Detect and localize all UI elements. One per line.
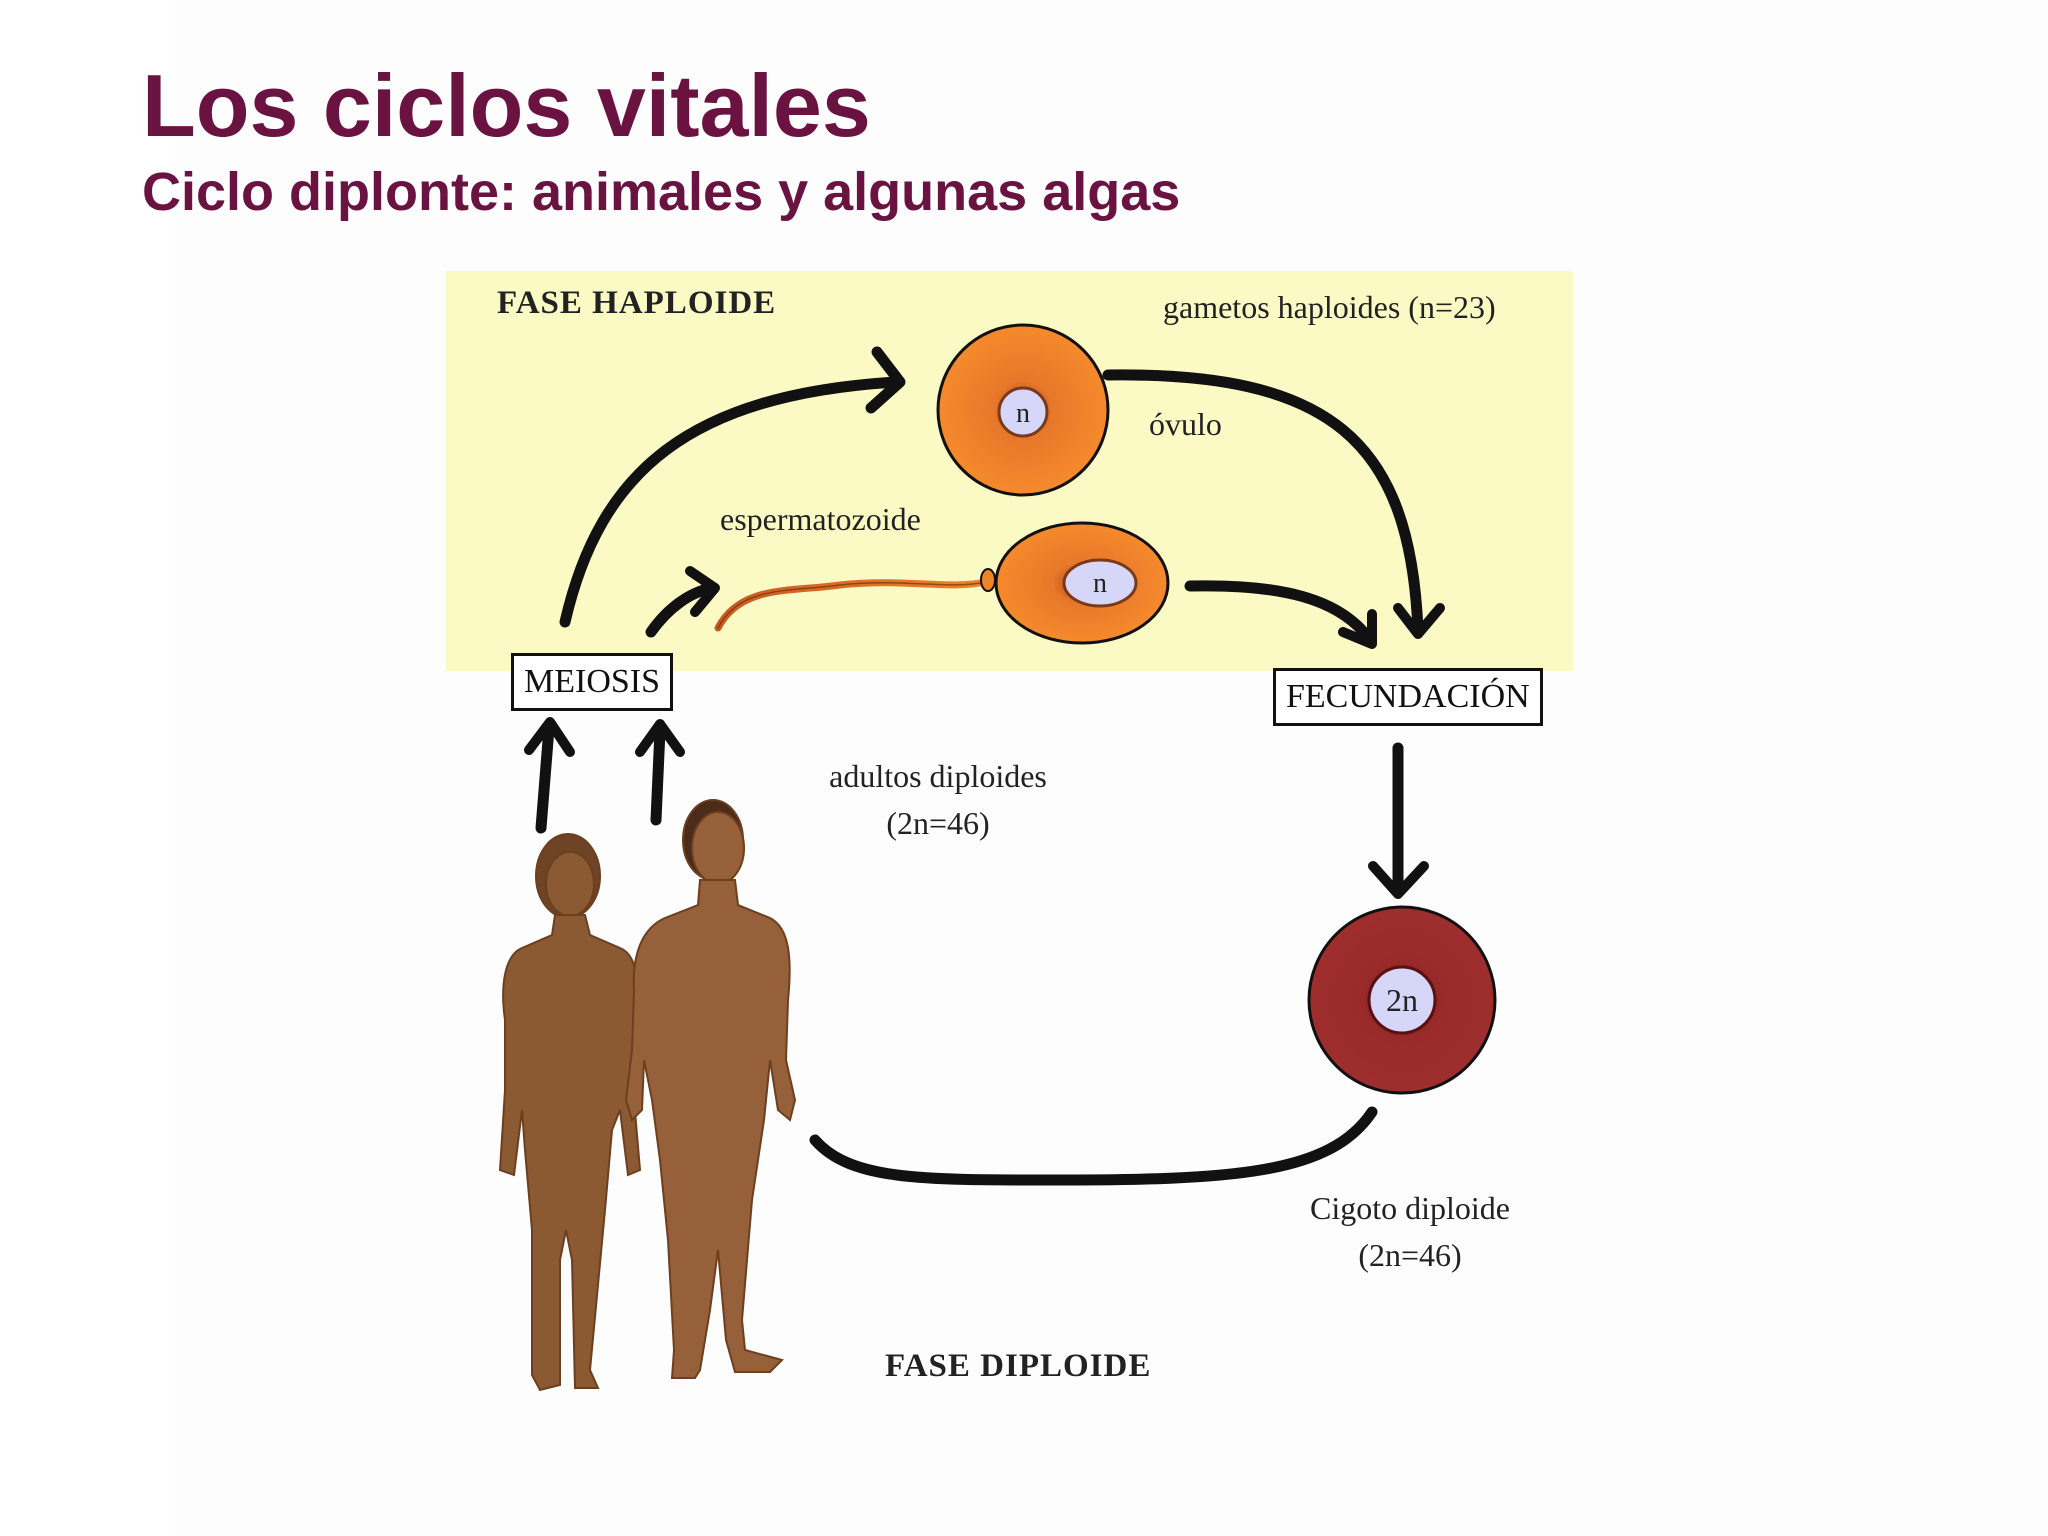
adults-label: adultos diploides xyxy=(829,758,1047,794)
sperm-tail xyxy=(714,578,989,632)
sperm-label: espermatozoide xyxy=(720,501,921,537)
ovum-cell: n xyxy=(936,323,1110,497)
zygote-label: Cigoto diploide xyxy=(1310,1190,1510,1226)
adults-label-group: adultos diploides (2n=46) xyxy=(803,758,1073,842)
arrow-meiosis-to-sperm xyxy=(645,566,720,638)
woman-figure-icon xyxy=(498,833,642,1392)
sperm-cell: n xyxy=(714,521,1170,645)
zygote-count: (2n=46) xyxy=(1358,1237,1462,1273)
haploid-phase-label: FASE HAPLOIDE xyxy=(497,285,777,321)
page-subtitle: Ciclo diplonte: animales y algunas algas xyxy=(142,162,1181,222)
arrow-adults-to-meiosis-left xyxy=(524,717,575,834)
slide-background xyxy=(175,0,2048,1536)
arrow-adults-to-meiosis-right xyxy=(635,719,685,826)
arrow-ovum-to-fertilization xyxy=(1102,369,1445,639)
adults-count: (2n=46) xyxy=(886,805,990,841)
zygote-nucleus-label: 2n xyxy=(1386,982,1418,1018)
fertilization-box: FECUNDACIÓN xyxy=(1273,668,1543,726)
sperm-midpiece xyxy=(980,568,996,592)
man-figure-icon xyxy=(624,799,797,1379)
arrow-meiosis-to-ovum xyxy=(559,346,906,628)
page-title: Los ciclos vitales xyxy=(142,56,871,155)
sperm-nucleus-label: n xyxy=(1093,568,1107,599)
ovum-nucleus-label: n xyxy=(1016,398,1030,429)
zygote-cell: 2n xyxy=(1307,905,1497,1095)
arrow-zygote-to-adults xyxy=(809,1106,1378,1186)
zygote-nucleus xyxy=(1367,965,1437,1035)
arrow-sperm-to-fertilization xyxy=(1184,580,1377,649)
arrow-fertilization-to-zygote xyxy=(1368,742,1429,899)
ovum-label: óvulo xyxy=(1149,406,1222,442)
diploid-phase-label: FASE DIPLOIDE xyxy=(885,1348,1152,1384)
sperm-nucleus xyxy=(1062,558,1138,608)
gametes-label: gametos haploides (n=23) xyxy=(1163,289,1496,325)
ovum-nucleus xyxy=(997,386,1049,438)
meiosis-box: MEIOSIS xyxy=(511,653,674,711)
zygote-label-group: Cigoto diploide (2n=46) xyxy=(1270,1190,1550,1274)
